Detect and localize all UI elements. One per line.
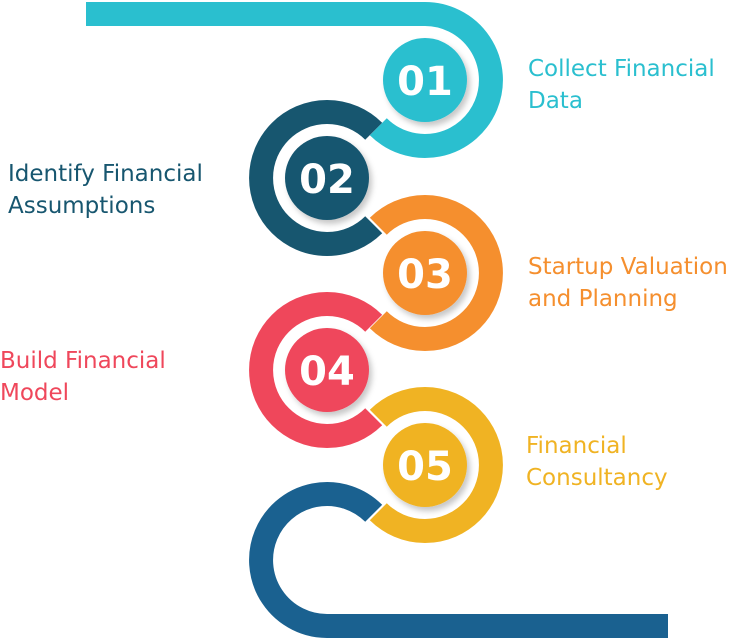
step-badge-5: 05 [383, 423, 467, 507]
step-badge-1: 01 [383, 38, 467, 122]
label-line: Build Financial [0, 348, 166, 374]
ring-step-1 [86, 1, 503, 158]
label-line: Data [528, 88, 583, 114]
label-line: Model [0, 380, 70, 406]
step-label-3: Startup Valuation and Planning [528, 251, 728, 315]
step-label-5: Financial Consultancy [526, 430, 668, 494]
svg-text:05: 05 [397, 444, 453, 490]
step-label-1: Collect Financial Data [528, 53, 715, 117]
step-label-4: Build Financial Model [0, 345, 166, 409]
tail-line [249, 482, 668, 638]
svg-text:02: 02 [299, 157, 355, 203]
label-line: Collect Financial [528, 56, 715, 82]
ring-step-4 [249, 292, 383, 448]
label-line: and Planning [528, 286, 678, 312]
step-label-2: Identify Financial Assumptions [8, 158, 203, 222]
ring-step-2 [249, 100, 383, 256]
svg-text:01: 01 [397, 59, 453, 105]
label-line: Startup Valuation [528, 254, 728, 280]
svg-text:04: 04 [299, 349, 355, 395]
label-line: Assumptions [8, 193, 156, 219]
step-badge-2: 02 [285, 136, 369, 220]
label-line: Financial [526, 433, 627, 459]
step-badge-3: 03 [383, 231, 467, 315]
ring-step-5 [369, 387, 503, 543]
ring-step-3 [369, 195, 503, 351]
svg-text:03: 03 [397, 252, 453, 298]
label-line: Identify Financial [8, 161, 203, 187]
label-line: Consultancy [526, 465, 668, 491]
step-badge-4: 04 [285, 328, 369, 412]
